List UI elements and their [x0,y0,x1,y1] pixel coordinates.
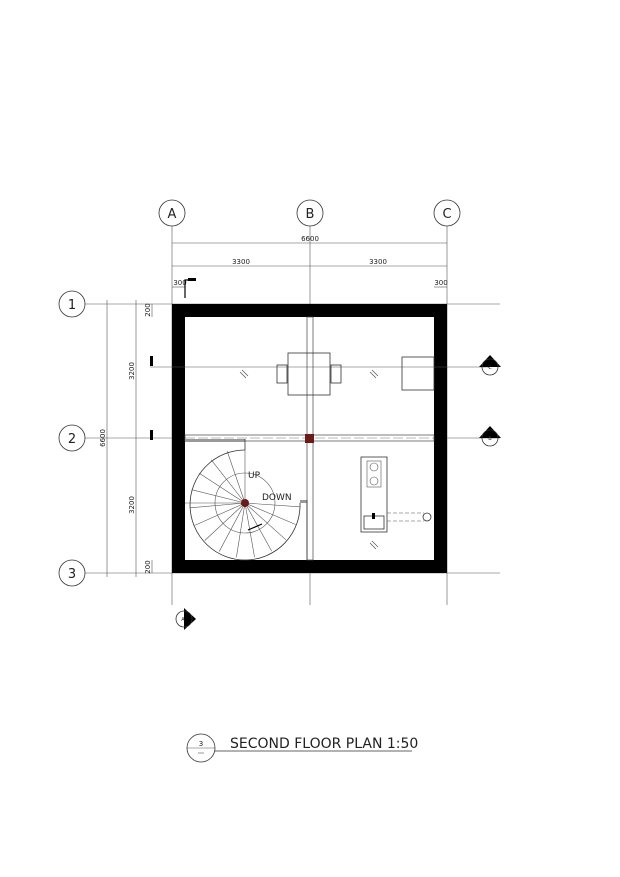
stair-tread [244,502,300,508]
drawing-title: 3 SECOND FLOOR PLAN 1:50 [186,733,418,763]
structural-column [305,434,314,443]
stair-tread [191,489,246,504]
vertical-dimensions: 6600 3200 3200 200 200 [99,300,153,577]
kitchen-counter [360,456,432,533]
drawing-title-text: SECOND FLOOR PLAN 1:50 [230,736,418,752]
dim-overall-h: 6600 [301,235,319,243]
svg-text:B: B [488,436,492,442]
grid-bubble-2: 2 [58,424,86,452]
dim-wall-h-2: 300 [434,279,447,287]
faucet-icon [372,513,375,519]
spiral-staircase: UP DOWN [185,448,301,561]
stair-up-label: UP [248,471,261,481]
horizontal-dimensions: 6600 3300 3300 300 300 [172,235,448,298]
stove-burner-icon [369,476,379,486]
svg-text:C: C [488,365,492,371]
stair-tread [226,450,246,504]
dim-bay-v-1: 3200 [128,362,136,380]
dim-overall-v: 6600 [99,429,107,447]
dim-wall-v-2: 200 [144,560,152,573]
glass-hatch-icon [239,369,379,550]
stair-tread [190,502,246,509]
dim-wall-h-1: 300 [173,279,186,287]
stair-tread [194,502,246,526]
svg-text:2: 2 [68,432,76,447]
stair-tread [244,502,272,552]
dim-bay-v-2: 3200 [128,496,136,514]
stair-tread [244,502,287,541]
grid-bubble-a: A [158,199,186,227]
dim-wall-v-1: 200 [144,303,152,316]
stair-tread [210,459,246,504]
cabinet [401,356,435,391]
grid-bubble-c: C [433,199,461,227]
stair-tread [218,502,246,552]
dim-bay-h-2: 3300 [369,258,387,266]
section-marker-a: A [175,608,196,630]
section-marker-c: C [479,355,501,376]
grid-bubble-1: 1 [58,290,86,318]
grid-bubble-3: 3 [58,559,86,587]
svg-text:B: B [306,207,315,222]
dim-bay-h-1: 3300 [232,258,250,266]
svg-text:1: 1 [68,298,76,313]
stair-tread [244,502,255,558]
stair-tread [204,502,246,541]
stair-tread [244,502,296,525]
svg-text:C: C [442,207,451,222]
section-marker-b: B [479,426,501,447]
drawing-number: 3 [199,740,203,748]
interior-partitions [184,316,435,561]
svg-text:A: A [181,617,185,623]
stair-down-label: DOWN [262,493,292,503]
grid-bubble-b: B [296,199,324,227]
stair-tread [236,502,246,558]
stove-burner-icon [369,462,379,472]
dining-table [276,352,342,396]
svg-text:3: 3 [68,567,76,582]
stair-tread [198,472,246,504]
svg-text:A: A [168,207,177,222]
